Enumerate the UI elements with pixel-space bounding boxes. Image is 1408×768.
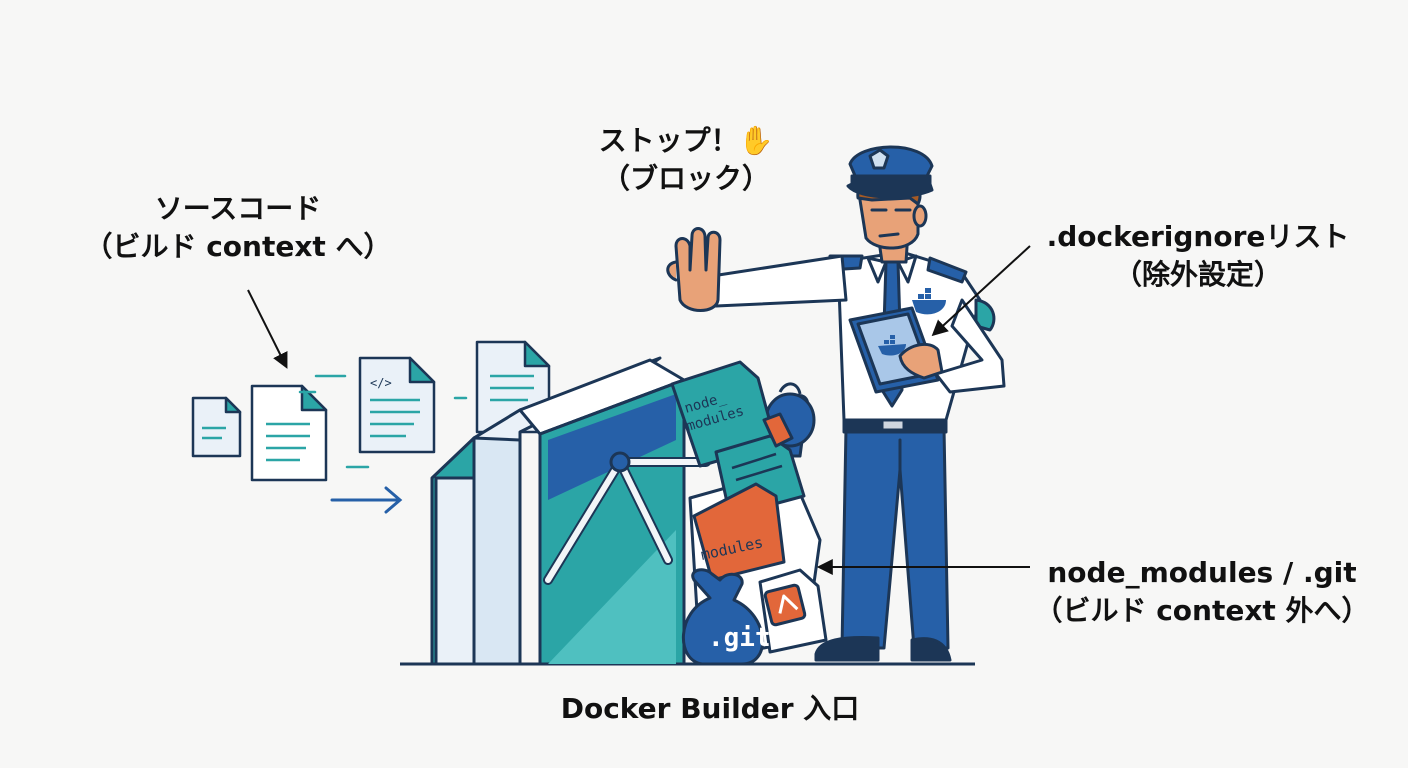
stop-line1: ストップ！✋ <box>598 124 774 157</box>
node-modules-file: node_ modules <box>670 360 778 468</box>
code-document-icon: </> <box>358 356 436 454</box>
git-file <box>758 568 828 654</box>
git-bag: .git <box>681 568 771 666</box>
blocked-files-pile: node_ modules modules .git <box>670 360 828 666</box>
excluded-line1: node_modules / .git <box>1047 556 1357 589</box>
docker-builder-turnstile <box>430 356 711 666</box>
motion-lines <box>298 374 468 469</box>
excluded-items-label: node_modules / .git （ビルド context 外へ） <box>1032 554 1372 630</box>
docker-whale-icon <box>912 288 946 315</box>
source-code-label: ソースコード （ビルド context へ） <box>82 190 394 266</box>
stop-label: ストップ！✋ （ブロック） <box>566 122 806 198</box>
source-code-line1: ソースコード <box>154 192 322 225</box>
document-icon <box>250 384 328 482</box>
excluded-line2: （ビルド context 外へ） <box>1034 594 1370 627</box>
svg-text:.git: .git <box>708 623 771 653</box>
dockerignore-line1: .dockerignoreリスト <box>1046 220 1350 253</box>
security-guard <box>666 145 1006 662</box>
annotation-arrows <box>247 245 1031 575</box>
dockerignore-line2: （除外設定） <box>1113 258 1282 291</box>
modules-file: modules <box>692 482 786 582</box>
svg-text:</>: </> <box>370 376 392 390</box>
dockerignore-label: .dockerignoreリスト （除外設定） <box>1036 218 1360 294</box>
flow-arrow <box>330 486 403 514</box>
source-code-line2: （ビルド context へ） <box>84 230 392 263</box>
document-icon <box>191 396 242 458</box>
stop-line2: （ブロック） <box>601 162 770 195</box>
docker-builder-entrance-label: Docker Builder 入口 <box>560 692 860 725</box>
